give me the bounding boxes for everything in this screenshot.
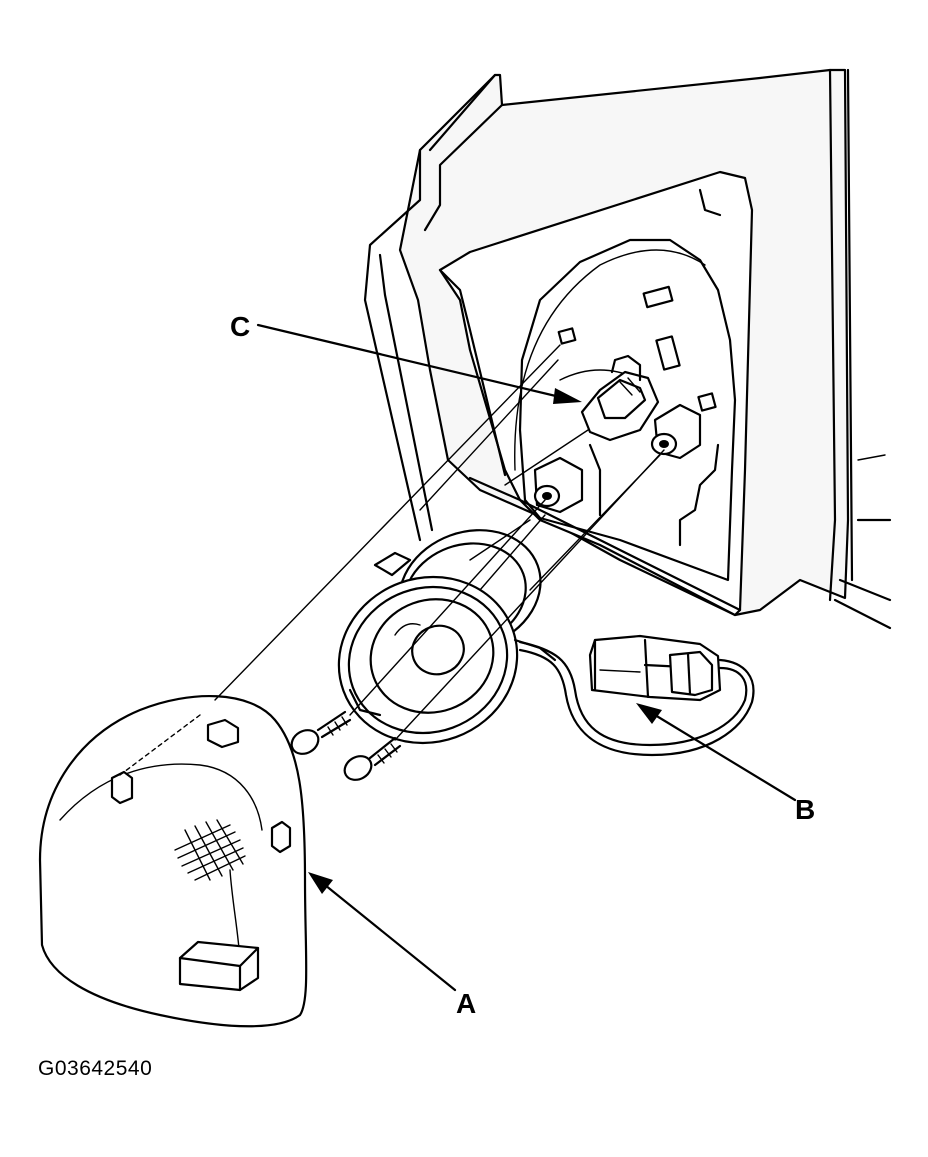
speaker <box>337 529 557 745</box>
leader-a <box>308 872 457 992</box>
figure-code: G03642540 <box>38 1057 153 1080</box>
alignment-guides <box>119 344 665 776</box>
mounting-boss-right <box>650 403 702 460</box>
leader-c <box>256 323 582 404</box>
screw-lower <box>343 736 402 781</box>
callout-a: A <box>456 988 477 1019</box>
screw-upper <box>290 710 352 755</box>
mounting-boss-left <box>533 456 584 514</box>
speaker-wire <box>518 640 755 757</box>
leader-b <box>636 703 797 802</box>
speaker-cover-a <box>38 694 308 1028</box>
speaker-connector-c <box>580 354 660 442</box>
harness-connector-b <box>588 634 722 702</box>
callout-c: C <box>230 311 251 342</box>
callout-b: B <box>795 794 816 825</box>
